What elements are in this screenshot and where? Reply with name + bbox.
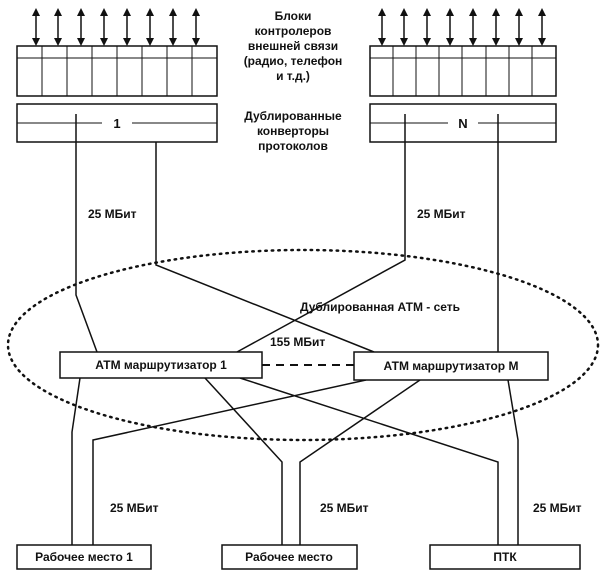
endpoint-workstation-1: Рабочее место 1 (16, 544, 152, 570)
double-arrow-icon (446, 8, 454, 46)
link-convN-a-to-router1 (236, 114, 406, 353)
router-1-label: АТМ маршрутизатор 1 (95, 358, 227, 372)
caption-line: Блоки (275, 9, 312, 23)
ptk-label: ПТК (493, 550, 517, 564)
network-label: Дублированная АТМ - сеть (300, 300, 460, 314)
double-arrow-icon (492, 8, 500, 46)
converter-left-label: 1 (113, 116, 120, 131)
workstation-label: Рабочее место (245, 550, 333, 564)
double-arrow-icon (515, 8, 523, 46)
speed-label-bottom-right: 25 МБит (533, 501, 582, 515)
router-m-label: АТМ маршрутизатор М (384, 359, 519, 373)
link-routerM-to-ws1 (92, 379, 367, 545)
controller-left-io-arrows (32, 8, 200, 46)
controller-right-io-arrows (378, 8, 546, 46)
converters-caption: Дублированные конверторы протоколов (244, 109, 342, 153)
double-arrow-icon (77, 8, 85, 46)
workstation-1-label: Рабочее место 1 (35, 550, 133, 564)
controllers-caption: Блоки контролеров внешней связи (радио, … (244, 9, 343, 83)
converter-right-label: N (458, 116, 467, 131)
link-router1-to-ptk (239, 377, 499, 545)
converter-right: N (369, 103, 557, 143)
double-arrow-icon (32, 8, 40, 46)
caption-line: внешней связи (248, 39, 338, 53)
double-arrow-icon (400, 8, 408, 46)
endpoint-ptk: ПТК (429, 544, 581, 570)
double-arrow-icon (378, 8, 386, 46)
link-conv1-a-to-router1 (75, 114, 98, 353)
link-routerM-to-ws (299, 379, 421, 545)
caption-line: контролеров (255, 24, 332, 38)
speed-label-bottom-left: 25 МБит (110, 501, 159, 515)
controller-block-right (369, 45, 557, 97)
link-routerM-to-ptk (507, 379, 519, 545)
atm-network-ellipse (6, 248, 600, 442)
caption-line: Дублированные (244, 109, 342, 123)
double-arrow-icon (169, 8, 177, 46)
router-1: АТМ маршрутизатор 1 (59, 351, 263, 379)
double-arrow-icon (423, 8, 431, 46)
controller-block-left (16, 45, 218, 97)
link-router1-to-ws1 (71, 377, 81, 545)
endpoint-workstation: Рабочее место (221, 544, 358, 570)
router-m: АТМ маршрутизатор М (353, 351, 549, 381)
double-arrow-icon (469, 8, 477, 46)
caption-line: конверторы (257, 124, 329, 138)
double-arrow-icon (146, 8, 154, 46)
double-arrow-icon (100, 8, 108, 46)
speed-label-upper-right: 25 МБит (417, 207, 466, 221)
connection-lines (71, 114, 519, 545)
double-arrow-icon (538, 8, 546, 46)
speed-label-router-link: 155 МБит (270, 335, 325, 349)
double-arrow-icon (192, 8, 200, 46)
speed-label-upper-left: 25 МБит (88, 207, 137, 221)
caption-line: и т.д.) (276, 69, 310, 83)
speed-label-bottom-middle: 25 МБит (320, 501, 369, 515)
link-conv1-b-to-routerM (155, 142, 375, 353)
double-arrow-icon (123, 8, 131, 46)
caption-line: (радио, телефон (244, 54, 343, 68)
converter-left: 1 (16, 103, 218, 143)
link-router1-to-ws (204, 377, 283, 545)
double-arrow-icon (54, 8, 62, 46)
caption-line: протоколов (258, 139, 328, 153)
